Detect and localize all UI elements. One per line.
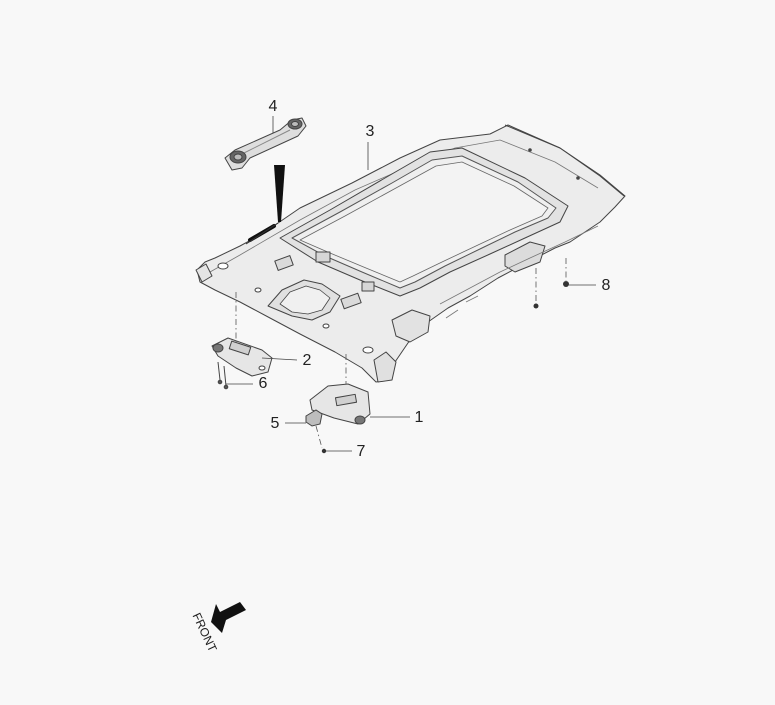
sun-visor-left — [211, 337, 273, 377]
visor-clip — [305, 409, 323, 427]
callout-4: 4 — [269, 98, 278, 115]
callout-6: 6 — [259, 375, 268, 392]
assist-grip — [224, 117, 307, 171]
headliner-panel — [195, 124, 626, 383]
screw-7 — [321, 448, 327, 454]
callout-leaders — [226, 116, 596, 452]
assembly-arrow — [274, 165, 285, 222]
callout-7: 7 — [357, 443, 366, 460]
assembly-lines — [235, 258, 567, 449]
callout-2: 2 — [303, 352, 312, 369]
front-arrow-icon — [211, 602, 246, 633]
front-direction-indicator: FRONT — [190, 602, 246, 655]
callout-8: 8 — [602, 277, 611, 294]
screw-8 — [533, 281, 569, 309]
callout-5: 5 — [271, 415, 280, 432]
callout-1: 1 — [415, 409, 424, 426]
screw-6 — [217, 361, 229, 390]
callout-3: 3 — [366, 123, 375, 140]
